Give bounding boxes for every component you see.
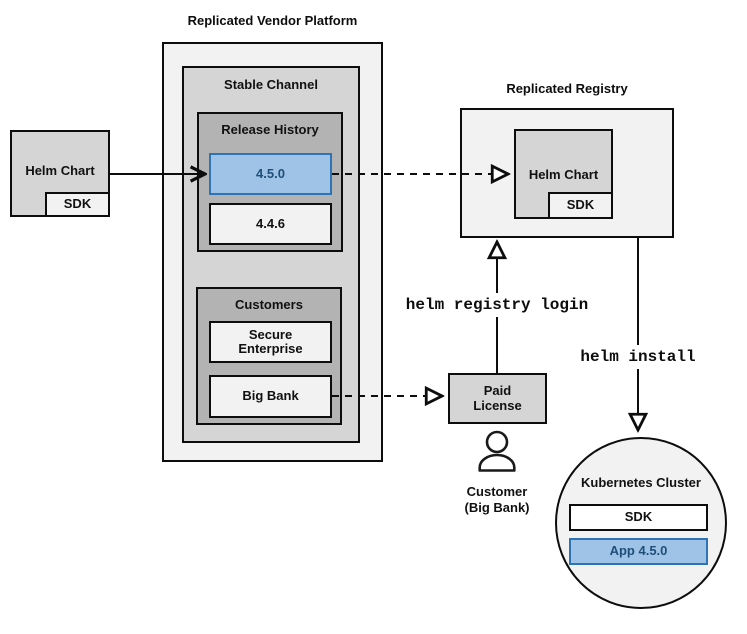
kubernetes-cluster-label: Kubernetes Cluster bbox=[581, 475, 701, 490]
source-helm-chart-label: Helm Chart bbox=[25, 163, 95, 178]
paid-license-label: Paid License bbox=[473, 383, 522, 413]
customers-label: Customers bbox=[235, 297, 303, 312]
release-version-450: 4.5.0 bbox=[209, 153, 332, 195]
release-history-label: Release History bbox=[221, 122, 319, 137]
kubernetes-app-box: App 4.5.0 bbox=[569, 538, 708, 565]
customer-big-bank: Big Bank bbox=[209, 375, 332, 418]
vendor-platform-title: Replicated Vendor Platform bbox=[187, 13, 358, 28]
customers-box: Customers Secure Enterprise Big Bank bbox=[196, 287, 342, 425]
registry-title: Replicated Registry bbox=[506, 81, 628, 96]
kubernetes-cluster-circle: Kubernetes Cluster SDK App 4.5.0 bbox=[555, 437, 727, 609]
customer-secure-enterprise-label: Secure Enterprise bbox=[238, 326, 303, 356]
release-history-box: Release History 4.5.0 4.4.6 bbox=[197, 112, 343, 252]
vendor-platform-box: Stable Channel Release History 4.5.0 4.4… bbox=[162, 42, 383, 462]
registry-box: Helm Chart SDK bbox=[460, 108, 674, 238]
registry-helm-chart-box: Helm Chart SDK bbox=[514, 129, 613, 219]
stable-channel-label: Stable Channel bbox=[224, 77, 318, 92]
release-version-446: 4.4.6 bbox=[209, 203, 332, 245]
paid-license-box: Paid License bbox=[448, 373, 547, 424]
customer-secure-enterprise: Secure Enterprise bbox=[209, 321, 332, 363]
cmd-helm-install: helm install bbox=[573, 345, 703, 369]
customer-caption-line1: Customer bbox=[466, 484, 528, 499]
stable-channel-box: Stable Channel Release History 4.5.0 4.4… bbox=[182, 66, 360, 443]
source-sdk-box: SDK bbox=[45, 192, 110, 217]
customer-caption-line2: (Big Bank) bbox=[464, 499, 530, 515]
source-helm-chart-box: Helm Chart SDK bbox=[10, 130, 110, 217]
registry-helm-chart-label: Helm Chart bbox=[528, 167, 599, 182]
customer-caption: Customer (Big Bank) bbox=[442, 484, 552, 515]
registry-sdk-box: SDK bbox=[548, 192, 613, 219]
cmd-helm-registry-login: helm registry login bbox=[392, 293, 602, 317]
person-icon bbox=[478, 430, 516, 472]
kubernetes-sdk-box: SDK bbox=[569, 504, 708, 531]
